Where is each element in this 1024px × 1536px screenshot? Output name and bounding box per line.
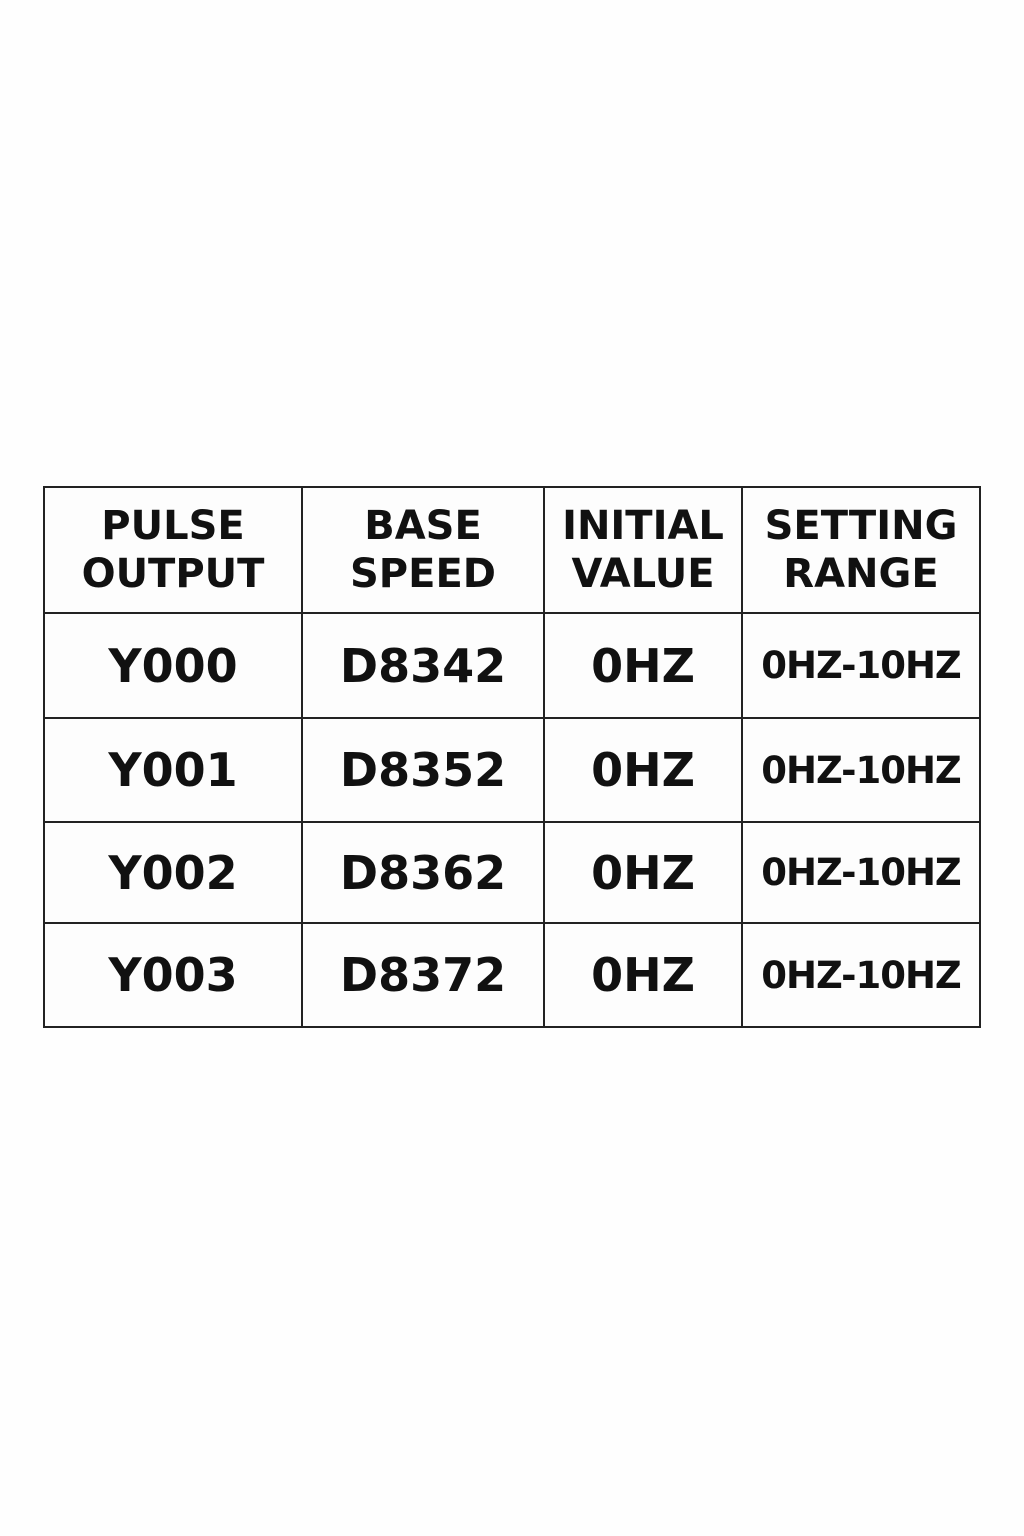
header-initial-value: INITIAL VALUE: [543, 486, 743, 614]
cell-pulse-output: Y002: [43, 821, 303, 924]
header-line: OUTPUT: [81, 551, 265, 597]
cell-setting-range: 0HZ-10HZ: [741, 717, 981, 823]
header-line: RANGE: [783, 551, 939, 597]
cell-initial-value: 0HZ: [543, 717, 743, 823]
header-line: SPEED: [350, 551, 496, 597]
table-header-row: PULSE OUTPUT BASE SPEED INITIAL VALUE SE…: [43, 486, 981, 614]
table-row: Y003 D8372 0HZ 0HZ-10HZ: [43, 922, 981, 1028]
cell-initial-value: 0HZ: [543, 821, 743, 924]
cell-setting-range: 0HZ-10HZ: [741, 821, 981, 924]
header-setting-range: SETTING RANGE: [741, 486, 981, 614]
header-base-speed: BASE SPEED: [301, 486, 545, 614]
cell-initial-value: 0HZ: [543, 922, 743, 1028]
pulse-output-table-container: PULSE OUTPUT BASE SPEED INITIAL VALUE SE…: [43, 486, 981, 1028]
header-pulse-output: PULSE OUTPUT: [43, 486, 303, 614]
cell-base-speed: D8372: [301, 922, 545, 1028]
pulse-output-table: PULSE OUTPUT BASE SPEED INITIAL VALUE SE…: [43, 486, 981, 1028]
cell-base-speed: D8342: [301, 612, 545, 719]
header-line: INITIAL: [562, 503, 724, 549]
header-line: BASE: [364, 503, 482, 549]
cell-pulse-output: Y003: [43, 922, 303, 1028]
table-row: Y002 D8362 0HZ 0HZ-10HZ: [43, 821, 981, 924]
cell-setting-range: 0HZ-10HZ: [741, 922, 981, 1028]
header-line: VALUE: [571, 551, 715, 597]
cell-base-speed: D8362: [301, 821, 545, 924]
header-line: SETTING: [764, 503, 958, 549]
header-line: PULSE: [101, 503, 245, 549]
cell-setting-range: 0HZ-10HZ: [741, 612, 981, 719]
cell-base-speed: D8352: [301, 717, 545, 823]
table-row: Y001 D8352 0HZ 0HZ-10HZ: [43, 717, 981, 823]
cell-initial-value: 0HZ: [543, 612, 743, 719]
table-row: Y000 D8342 0HZ 0HZ-10HZ: [43, 612, 981, 719]
cell-pulse-output: Y000: [43, 612, 303, 719]
cell-pulse-output: Y001: [43, 717, 303, 823]
